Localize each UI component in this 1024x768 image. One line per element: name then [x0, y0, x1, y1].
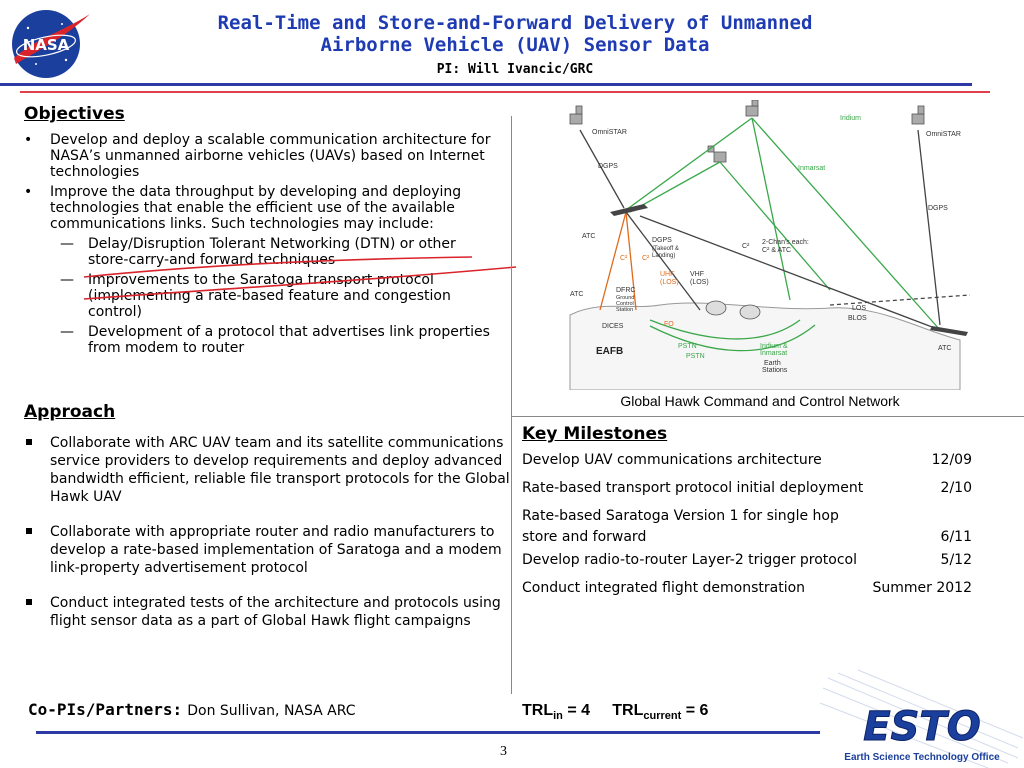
trl-levels: TRLin = 4 TRLcurrent = 6: [522, 702, 709, 723]
satellite-icon: [569, 100, 925, 163]
objectives-list: •Develop and deploy a scalable communica…: [24, 132, 494, 360]
svg-text:C²: C²: [742, 243, 750, 250]
objectives-heading: Objectives: [24, 104, 125, 124]
strikethrough-annotation: [83, 256, 517, 300]
svg-text:Landing): Landing): [652, 253, 675, 259]
svg-text:(LOS): (LOS): [690, 279, 709, 286]
svg-text:ATC: ATC: [938, 345, 951, 352]
milestone-row: Rate-based Saratoga Version 1 for single…: [522, 508, 972, 545]
svg-text:DFRC: DFRC: [616, 287, 635, 294]
svg-text:PSTN: PSTN: [686, 353, 705, 360]
co-pis-label: Co-PIs/Partners:: [28, 700, 183, 719]
dish-icon: [705, 300, 761, 320]
terrain: [569, 302, 961, 390]
nasa-logo-text: NASA: [23, 36, 70, 54]
nasa-logo: NASA: [12, 10, 90, 78]
svg-text:Earth: Earth: [764, 360, 781, 367]
list-item: Conduct integrated tests of the architec…: [24, 594, 510, 630]
svg-text:Earth Science Technology Offic: Earth Science Technology Office: [844, 752, 1000, 763]
footer-rule-blue: [36, 731, 820, 734]
svg-text:Inmarsat: Inmarsat: [760, 350, 787, 357]
svg-text:UHF: UHF: [660, 271, 674, 278]
sub-list-item: —Delay/Disruption Tolerant Networking (D…: [60, 236, 456, 268]
esto-logo: ESTO Earth Science Technology Office: [819, 669, 1024, 768]
svg-text:DICES: DICES: [602, 323, 624, 330]
svg-text:BLOS: BLOS: [848, 315, 867, 322]
co-pis-name: Don Sullivan, NASA ARC: [187, 703, 356, 719]
svg-text:EAFB: EAFB: [596, 346, 623, 357]
title-line-1: Real-Time and Store-and-Forward Delivery…: [217, 12, 813, 34]
header-rule-red: [20, 91, 990, 93]
list-item: •Improve the data throughput by developi…: [24, 184, 462, 232]
svg-text:Inmarsat: Inmarsat: [798, 165, 825, 172]
svg-text:ATC: ATC: [570, 291, 583, 298]
title-line-2: Airborne Vehicle (UAV) Sensor Data: [320, 34, 710, 56]
page-title: Real-Time and Store-and-Forward Delivery…: [120, 12, 910, 56]
svg-text:DGPS: DGPS: [598, 163, 618, 170]
svg-text:(LOS): (LOS): [660, 279, 679, 286]
svg-text:(Takeoff &: (Takeoff &: [652, 246, 679, 252]
svg-text:2-Chan's each:: 2-Chan's each:: [762, 239, 809, 246]
list-item: Collaborate with appropriate router and …: [24, 523, 510, 577]
svg-text:Iridium: Iridium: [840, 115, 861, 122]
section-divider: [512, 416, 1024, 417]
svg-text:Ground: Ground: [616, 295, 634, 301]
svg-text:DGPS: DGPS: [928, 205, 948, 212]
principal-investigator: PI: Will Ivancic/GRC: [436, 62, 594, 77]
aircraft-icon: [610, 204, 968, 336]
svg-text:Stations: Stations: [762, 367, 788, 374]
svg-text:PSTN: PSTN: [678, 343, 697, 350]
list-item: Collaborate with ARC UAV team and its sa…: [24, 434, 510, 506]
svg-text:Station: Station: [616, 307, 633, 313]
network-diagram: OmniSTAR Iridium OmniSTAR Inmarsat DGPS …: [569, 100, 971, 390]
svg-text:FO: FO: [664, 321, 674, 328]
header-rule-blue: [0, 83, 972, 86]
co-pis-partners: Co-PIs/Partners: Don Sullivan, NASA ARC: [28, 700, 356, 719]
sub-list-item: —Development of a protocol that advertis…: [60, 324, 490, 356]
svg-text:LOS: LOS: [852, 305, 866, 312]
approach-list: Collaborate with ARC UAV team and its sa…: [24, 434, 510, 647]
approach-heading: Approach: [24, 402, 116, 422]
svg-text:VHF: VHF: [690, 271, 704, 278]
svg-text:Control: Control: [616, 301, 634, 307]
svg-text:OmniSTAR: OmniSTAR: [592, 129, 627, 136]
svg-text:DGPS: DGPS: [652, 237, 672, 244]
page-number: 3: [500, 744, 507, 759]
list-item: •Develop and deploy a scalable communica…: [24, 132, 491, 180]
column-divider: [511, 116, 512, 694]
svg-text:ESTO: ESTO: [863, 704, 980, 750]
milestone-row: Develop radio-to-router Layer-2 trigger …: [522, 552, 972, 568]
link-lines: [579, 117, 971, 352]
diagram-caption: Global Hawk Command and Control Network: [620, 393, 900, 409]
svg-text:ATC: ATC: [582, 233, 595, 240]
svg-text:C² & ATC: C² & ATC: [762, 247, 791, 254]
svg-text:C²: C²: [620, 255, 628, 262]
svg-text:Iridium &: Iridium &: [760, 343, 788, 350]
milestone-row: Rate-based transport protocol initial de…: [522, 480, 972, 496]
svg-text:OmniSTAR: OmniSTAR: [926, 131, 961, 138]
svg-text:C²: C²: [642, 255, 650, 262]
milestones-heading: Key Milestones: [522, 424, 668, 444]
